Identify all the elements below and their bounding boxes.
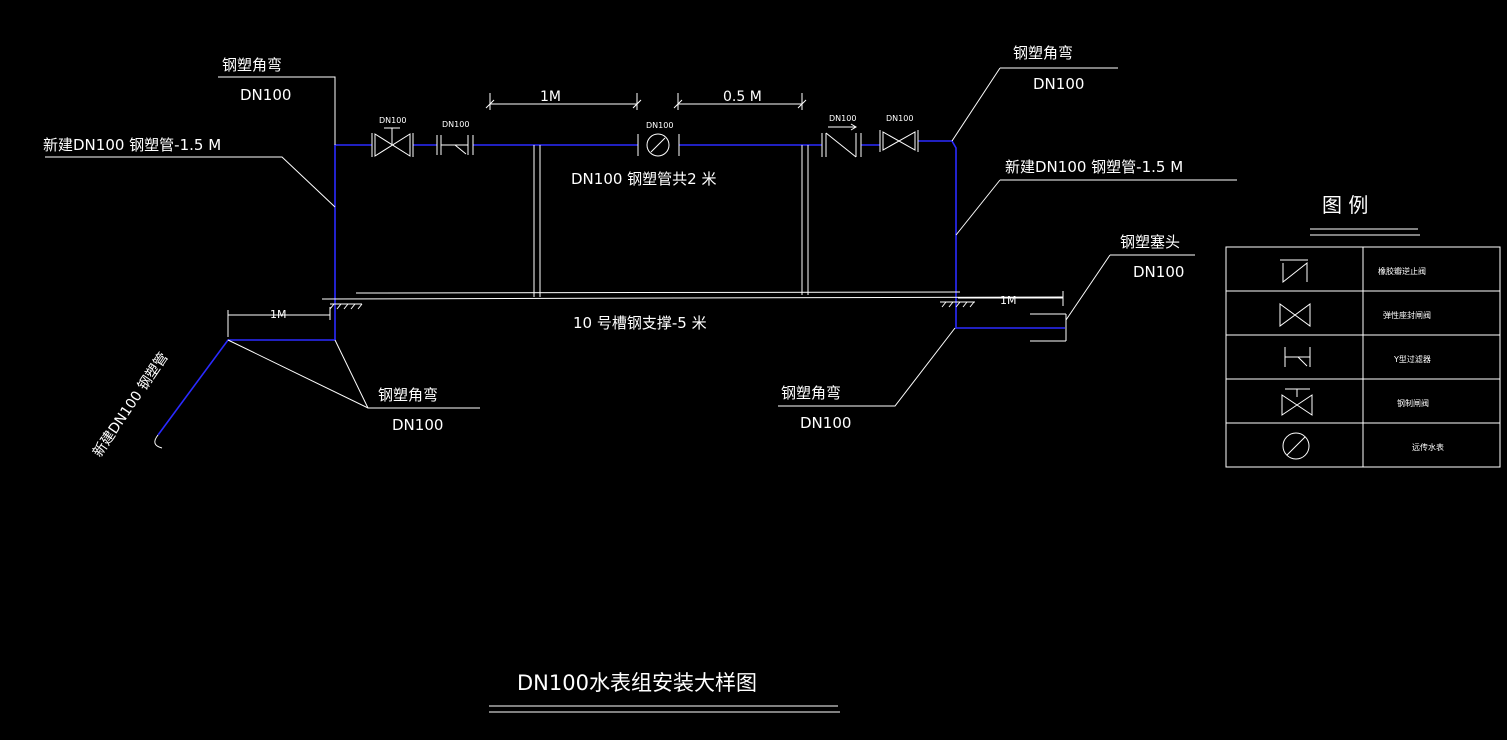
labels: 钢塑角弯 DN100 新建DN100 钢塑管-1.5 M 钢塑角弯 DN100 … bbox=[43, 44, 1184, 460]
y-strainer bbox=[436, 135, 474, 155]
elbow-left-top-label: 钢塑角弯 bbox=[222, 56, 282, 74]
new-pipe-left-label: 新建DN100 钢塑管-1.5 M bbox=[43, 136, 221, 154]
meter-dn-label: DN100 bbox=[646, 121, 673, 130]
elbow-right-top-label: 钢塑角弯 bbox=[1013, 44, 1073, 62]
elbow-right-top-dn: DN100 bbox=[1033, 75, 1084, 93]
check-valve-icon bbox=[1280, 259, 1308, 284]
legend-label-0: 橡胶瓣逆止阀 bbox=[1378, 266, 1426, 276]
elbow-left-bottom-label: 钢塑角弯 bbox=[378, 386, 438, 404]
leader-lines bbox=[45, 67, 1237, 409]
new-pipe-right-label: 新建DN100 钢塑管-1.5 M bbox=[1005, 158, 1183, 176]
dimension-left-1m bbox=[227, 307, 331, 337]
y-strainer-icon bbox=[1284, 347, 1311, 367]
butterfly-valve-icon bbox=[1279, 303, 1311, 327]
legend-label-4: 远传水表 bbox=[1412, 442, 1444, 452]
dim-right-1m-label: 1M bbox=[1000, 294, 1017, 307]
valve4-dn-label: DN100 bbox=[886, 114, 913, 123]
drawing-title-block: DN100水表组安装大样图 bbox=[489, 671, 840, 713]
elbow-right-bottom-dn: DN100 bbox=[800, 414, 851, 432]
dim-05m-label: 0.5 M bbox=[723, 89, 762, 105]
valve3-dn-label: DN100 bbox=[829, 114, 856, 123]
dimension-1m bbox=[485, 93, 642, 110]
gate-valve-icon bbox=[1281, 388, 1313, 416]
dim-1m-label: 1M bbox=[540, 89, 561, 105]
channel-steel-support bbox=[321, 291, 1064, 310]
water-meter-icon bbox=[1282, 432, 1310, 460]
valve1-dn-label: DN100 bbox=[379, 116, 406, 125]
legend-title: 图 例 bbox=[1322, 193, 1368, 217]
dim-left-1m-label: 1M bbox=[270, 308, 287, 321]
gate-valve-2 bbox=[879, 130, 919, 152]
check-valve bbox=[821, 123, 862, 158]
legend-label-3: 钢制闸阀 bbox=[1397, 398, 1429, 408]
legend-label-1: 弹性座封闸阀 bbox=[1383, 310, 1431, 320]
legend: 图 例 橡胶瓣逆止阀 弹性座封闸 bbox=[1225, 193, 1501, 468]
pipe-plug bbox=[1030, 313, 1067, 342]
vertical-supports bbox=[533, 145, 809, 297]
legend-label-2: Y型过滤器 bbox=[1393, 354, 1431, 364]
elbow-left-bottom-dn: DN100 bbox=[392, 416, 443, 434]
pipe-total-label: DN100 钢塑管共2 米 bbox=[571, 170, 716, 188]
channel-support-label: 10 号槽钢支撑-5 米 bbox=[573, 314, 707, 332]
gate-valve-1 bbox=[371, 127, 414, 157]
drawing-title: DN100水表组安装大样图 bbox=[517, 671, 757, 695]
ground-hatch-left bbox=[329, 303, 363, 310]
dimension-right-1m bbox=[958, 291, 1064, 306]
new-pipe-diag-label: 新建DN100 钢塑管 bbox=[90, 350, 172, 460]
dimension-05m bbox=[673, 93, 807, 110]
water-meter bbox=[637, 133, 680, 157]
elbow-left-top-dn: DN100 bbox=[240, 86, 291, 104]
plug-label: 钢塑塞头 bbox=[1120, 233, 1180, 251]
pipe-break-mark bbox=[154, 434, 163, 449]
valve2-dn-label: DN100 bbox=[442, 120, 469, 129]
plug-dn-label: DN100 bbox=[1133, 263, 1184, 281]
elbow-right-bottom-label: 钢塑角弯 bbox=[781, 384, 841, 402]
ground-hatch-right bbox=[941, 301, 975, 308]
